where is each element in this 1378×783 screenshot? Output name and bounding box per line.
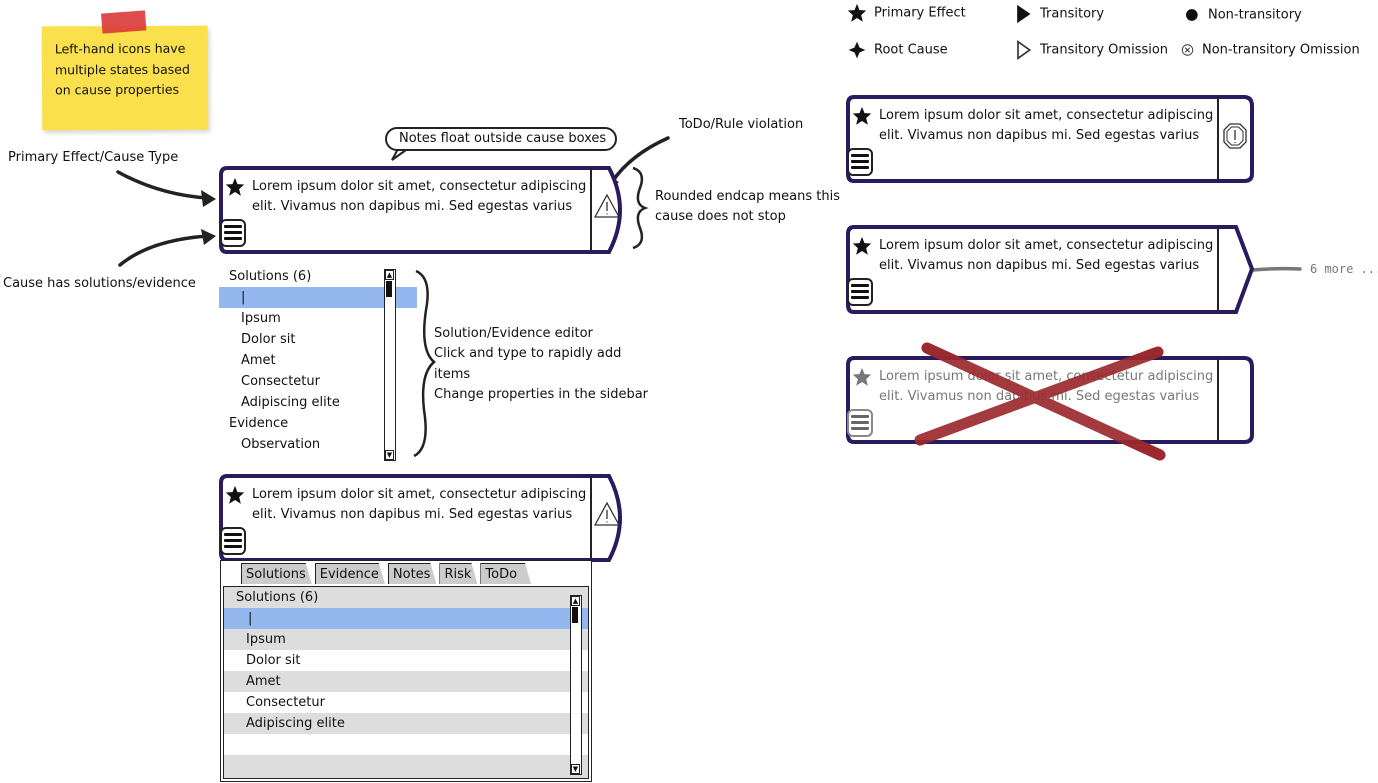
- annotation-primary-effect: Primary Effect/Cause Type: [8, 150, 179, 165]
- annotation-has-solutions: Cause has solutions/evidence: [3, 276, 196, 291]
- list-item[interactable]: Amet: [241, 353, 276, 368]
- scroll-thumb[interactable]: [386, 281, 392, 297]
- list-item[interactable]: Ipsum: [241, 311, 281, 326]
- editor-scrollbar[interactable]: ▲ ▼: [384, 269, 396, 461]
- more-causes-link[interactable]: 6 more ...: [1310, 262, 1378, 276]
- annotation-endcap-2: cause does not stop: [655, 209, 786, 224]
- tab-content-list[interactable]: Solutions (6) | Ipsum Dolor sit Amet Con…: [223, 586, 589, 779]
- tab-list-scrollbar[interactable]: ▲ ▼: [570, 595, 582, 775]
- scroll-down-icon[interactable]: ▼: [571, 764, 580, 774]
- cause-text[interactable]: Lorem ipsum dolor sit amet, consectetur …: [252, 487, 587, 522]
- annotation-editor-3: items: [434, 367, 471, 382]
- tab-evidence[interactable]: Evidence: [315, 563, 385, 584]
- primary-effect-star-icon[interactable]: [225, 485, 245, 505]
- solutions-header: Solutions (6): [224, 587, 588, 608]
- cause-text[interactable]: Lorem ipsum dolor sit amet, consectetur …: [879, 108, 1214, 143]
- cause-text[interactable]: Lorem ipsum dolor sit amet, consectetur …: [879, 238, 1214, 273]
- list-item[interactable]: Consectetur: [241, 374, 320, 389]
- non-transitory-dot-icon: [1186, 9, 1198, 21]
- list-item[interactable]: Dolor sit: [224, 650, 588, 671]
- legend-transitory-omission: Transitory Omission: [1012, 40, 1168, 61]
- scroll-up-icon[interactable]: ▲: [385, 270, 394, 280]
- primary-effect-star-icon[interactable]: [852, 236, 872, 256]
- scroll-thumb[interactable]: [572, 607, 578, 623]
- empty-row[interactable]: [224, 734, 588, 755]
- cause-box-more[interactable]: Lorem ipsum dolor sit amet, consectetur …: [846, 224, 1256, 316]
- brace-endcap: [632, 166, 649, 250]
- cause-box-main[interactable]: Lorem ipsum dolor sit amet, consectetur …: [219, 165, 629, 257]
- notes-callout-text: Notes float outside cause boxes: [399, 131, 607, 146]
- brace-editor: [413, 269, 436, 458]
- non-transitory-omission-icon: [1181, 44, 1194, 56]
- cause-frame: [219, 166, 622, 254]
- list-item[interactable]: Adipiscing elite: [224, 713, 588, 734]
- cause-frame: [846, 225, 1255, 314]
- primary-effect-star-icon: [847, 3, 867, 22]
- legend-non-transitory: Non-transitory: [1180, 5, 1302, 26]
- primary-effect-star-icon[interactable]: [852, 106, 872, 126]
- stop-octagon-icon[interactable]: [1222, 122, 1248, 150]
- cause-divider: [1217, 226, 1219, 310]
- transitory-omission-triangle-icon: [1017, 40, 1032, 60]
- annotation-todo: ToDo/Rule violation: [679, 117, 804, 132]
- root-cause-diamond-icon: [848, 41, 866, 59]
- tab-todo[interactable]: ToDo: [480, 563, 531, 584]
- empty-row[interactable]: [224, 755, 588, 776]
- primary-effect-star-icon[interactable]: [852, 367, 872, 387]
- more-connector: [1251, 266, 1302, 272]
- list-item[interactable]: Amet: [224, 671, 588, 692]
- tab-solutions[interactable]: Solutions: [241, 563, 312, 584]
- tab-notes[interactable]: Notes: [388, 563, 437, 584]
- cause-box-stop[interactable]: Lorem ipsum dolor sit amet, consectetur …: [846, 94, 1256, 186]
- scroll-down-icon[interactable]: ▼: [385, 450, 394, 460]
- new-item-input[interactable]: |: [224, 608, 588, 629]
- cause-divider: [1217, 357, 1219, 441]
- legend-transitory: Transitory: [1012, 4, 1104, 25]
- notes-callout: Notes float outside cause boxes: [385, 127, 617, 151]
- arrow-has-solutions: [118, 234, 210, 267]
- primary-effect-star-icon[interactable]: [225, 177, 245, 197]
- cause-frame: [219, 474, 622, 562]
- list-item[interactable]: Consectetur: [224, 692, 588, 713]
- cause-frame: [846, 95, 1254, 183]
- solutions-menu-icon[interactable]: [847, 409, 873, 437]
- legend-primary-effect: Primary Effect: [846, 3, 966, 24]
- solutions-menu-icon[interactable]: [220, 219, 246, 247]
- annotation-editor-1: Solution/Evidence editor: [434, 326, 593, 341]
- cause-divider: [590, 475, 592, 559]
- scroll-up-icon[interactable]: ▲: [571, 596, 580, 606]
- list-item[interactable]: Dolor sit: [241, 332, 296, 347]
- legend-non-transitory-omission: Non-transitory Omission: [1180, 40, 1360, 61]
- solutions-menu-icon[interactable]: [220, 527, 246, 555]
- tab-risk[interactable]: Risk: [439, 563, 477, 584]
- transitory-triangle-icon: [1017, 4, 1031, 24]
- cause-box-deleted[interactable]: Lorem ipsum dolor sit amet, consectetur …: [846, 355, 1256, 447]
- solutions-menu-icon[interactable]: [847, 278, 873, 306]
- list-item[interactable]: Observation: [241, 437, 321, 452]
- list-item[interactable]: Ipsum: [224, 629, 588, 650]
- new-item-input[interactable]: |: [219, 287, 417, 308]
- annotation-editor-2: Click and type to rapidly add: [434, 346, 622, 361]
- annotation-editor-4: Change properties in the sidebar: [434, 387, 649, 402]
- solutions-header: Solutions (6): [229, 269, 312, 284]
- evidence-header: Evidence: [229, 416, 289, 431]
- properties-tab-panel: Solutions Evidence Notes Risk ToDo Solut…: [220, 560, 592, 782]
- cause-text[interactable]: Lorem ipsum dolor sit amet, consectetur …: [252, 179, 587, 214]
- cause-box-with-tabs[interactable]: Lorem ipsum dolor sit amet, consectetur …: [219, 473, 629, 563]
- warning-icon[interactable]: [594, 501, 620, 527]
- cause-text[interactable]: Lorem ipsum dolor sit amet, consectetur …: [879, 369, 1214, 404]
- arrow-todo: [610, 136, 670, 184]
- arrow-primary-effect: [116, 170, 210, 200]
- tab-bar: Solutions Evidence Notes Risk ToDo: [241, 563, 534, 585]
- solution-evidence-editor[interactable]: Solutions (6) | Ipsum Dolor sit Amet Con…: [219, 266, 417, 455]
- legend-root-cause: Root Cause: [846, 40, 948, 61]
- warning-icon[interactable]: [594, 193, 620, 219]
- annotation-endcap-1: Rounded endcap means this: [655, 189, 840, 204]
- cause-divider: [1217, 96, 1219, 180]
- list-item[interactable]: Adipiscing elite: [241, 395, 340, 410]
- cause-divider: [590, 167, 592, 251]
- solutions-menu-icon[interactable]: [847, 148, 873, 176]
